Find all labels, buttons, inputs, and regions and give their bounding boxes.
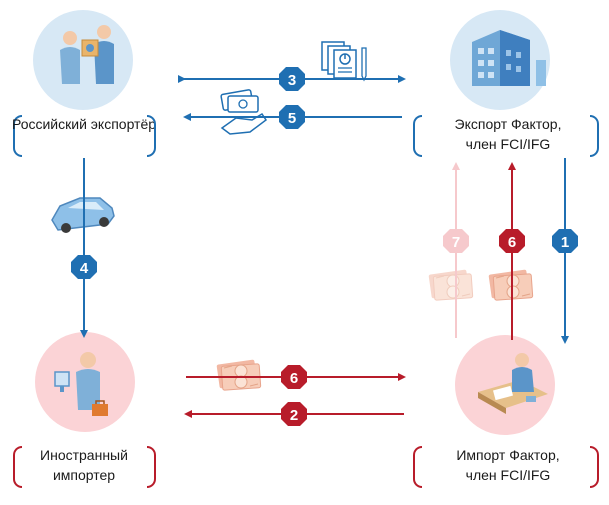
step-badge-4: 4 — [71, 255, 97, 279]
label-russian-exporter: Российский экспортёр — [11, 116, 157, 132]
svg-text:6: 6 — [508, 234, 516, 251]
exporter-circle — [33, 10, 133, 110]
step-badge-2: 2 — [281, 402, 307, 426]
svg-text:4: 4 — [80, 260, 89, 277]
bracket-right — [590, 115, 599, 157]
svg-text:2: 2 — [290, 407, 298, 424]
step-badge-6-vertical: 6 — [499, 229, 525, 253]
step-badge-1: 1 — [552, 229, 578, 253]
label-import-factor: Импорт Фактор, член FCI/IFG — [433, 445, 583, 485]
banknotes-icon — [488, 268, 534, 301]
label-import-factor-line1: Импорт Фактор, — [456, 447, 560, 463]
svg-text:5: 5 — [288, 110, 296, 127]
bank-building-icon — [472, 30, 546, 86]
bracket-left — [413, 446, 422, 488]
label-export-factor-line2: член FCI/IFG — [465, 136, 551, 152]
office-desk-icon — [478, 353, 548, 414]
label-import-factor-line2: член FCI/IFG — [465, 467, 551, 483]
step-badge-7: 7 — [443, 229, 469, 253]
worker-computer-icon — [54, 352, 108, 416]
bracket-right — [147, 446, 156, 488]
car-icon — [51, 197, 115, 233]
bracket-right — [590, 446, 599, 488]
banknotes-icon — [428, 268, 474, 301]
bracket-right — [147, 115, 156, 157]
label-foreign-importer: Иностранный импортер — [40, 447, 128, 483]
label-export-factor: Экспорт Фактор, член FCI/IFG — [433, 114, 583, 154]
documents-icon — [321, 41, 367, 82]
bracket-left — [13, 446, 22, 488]
people-handshake-icon — [60, 25, 114, 84]
step-badge-5: 5 — [279, 105, 305, 129]
step-badge-6-horizontal: 6 — [281, 365, 307, 389]
banknotes-icon — [216, 358, 262, 391]
svg-text:6: 6 — [290, 370, 298, 387]
svg-text:3: 3 — [288, 72, 296, 89]
label-export-factor-line1: Экспорт Фактор, — [454, 116, 562, 132]
money-hand-icon — [220, 89, 268, 135]
svg-text:7: 7 — [452, 234, 460, 251]
step-badge-3: 3 — [279, 67, 305, 91]
svg-text:1: 1 — [561, 234, 569, 251]
bracket-left — [13, 115, 22, 157]
bracket-left — [413, 115, 422, 157]
